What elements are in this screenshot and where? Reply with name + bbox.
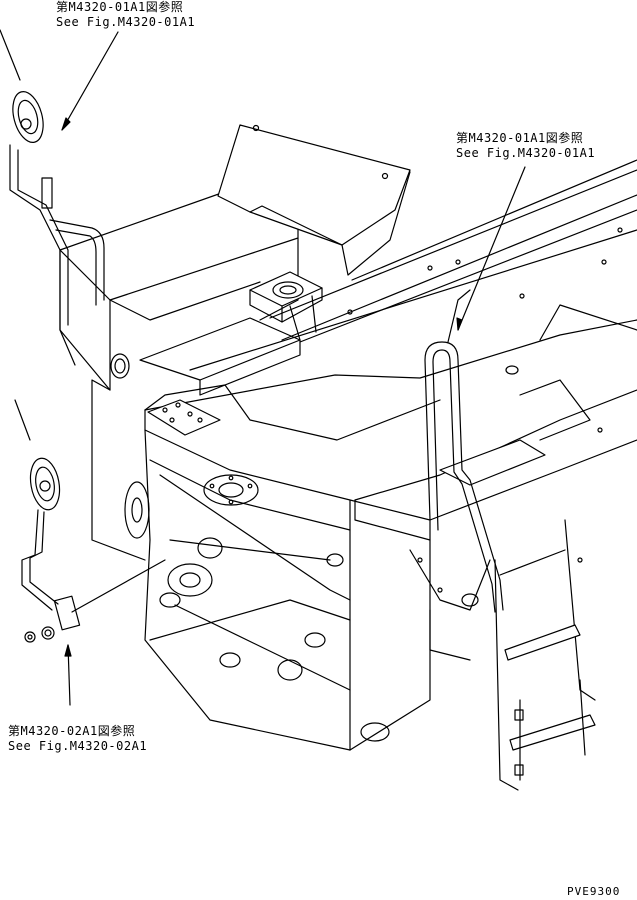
- left-mirror-lower: [21, 457, 81, 643]
- reference-label-bottom-left: 第M4320-02A1図参照 See Fig.M4320-02A1: [8, 724, 147, 754]
- reference-en-top-left: See Fig.M4320-01A1: [56, 15, 196, 29]
- reference-jp-top-left: 第M4320-01A1図参照: [56, 0, 184, 14]
- reference-en-bottom-left: See Fig.M4320-02A1: [8, 739, 148, 753]
- side-rails: [189, 159, 637, 371]
- engine-cover: [217, 124, 411, 276]
- leader-lines: [0, 29, 526, 706]
- rear-frame-body: [59, 189, 301, 561]
- reference-label-top-left: 第M4320-01A1図参照 See Fig.M4320-01A1: [56, 0, 195, 30]
- reference-en-right: See Fig.M4320-01A1: [456, 146, 596, 160]
- left-mirror-upper: [9, 91, 105, 366]
- main-lower-frame: [110, 319, 637, 751]
- reference-jp-bottom-left: 第M4320-02A1図参照: [8, 724, 136, 738]
- right-frame: [354, 304, 637, 661]
- reference-jp-right: 第M4320-01A1図参照: [456, 131, 584, 145]
- reference-label-right: 第M4320-01A1図参照 See Fig.M4320-01A1: [456, 131, 595, 161]
- figure-code: PVE9300: [567, 885, 621, 898]
- handrail-right: [424, 289, 504, 613]
- step-ladder: [494, 519, 596, 791]
